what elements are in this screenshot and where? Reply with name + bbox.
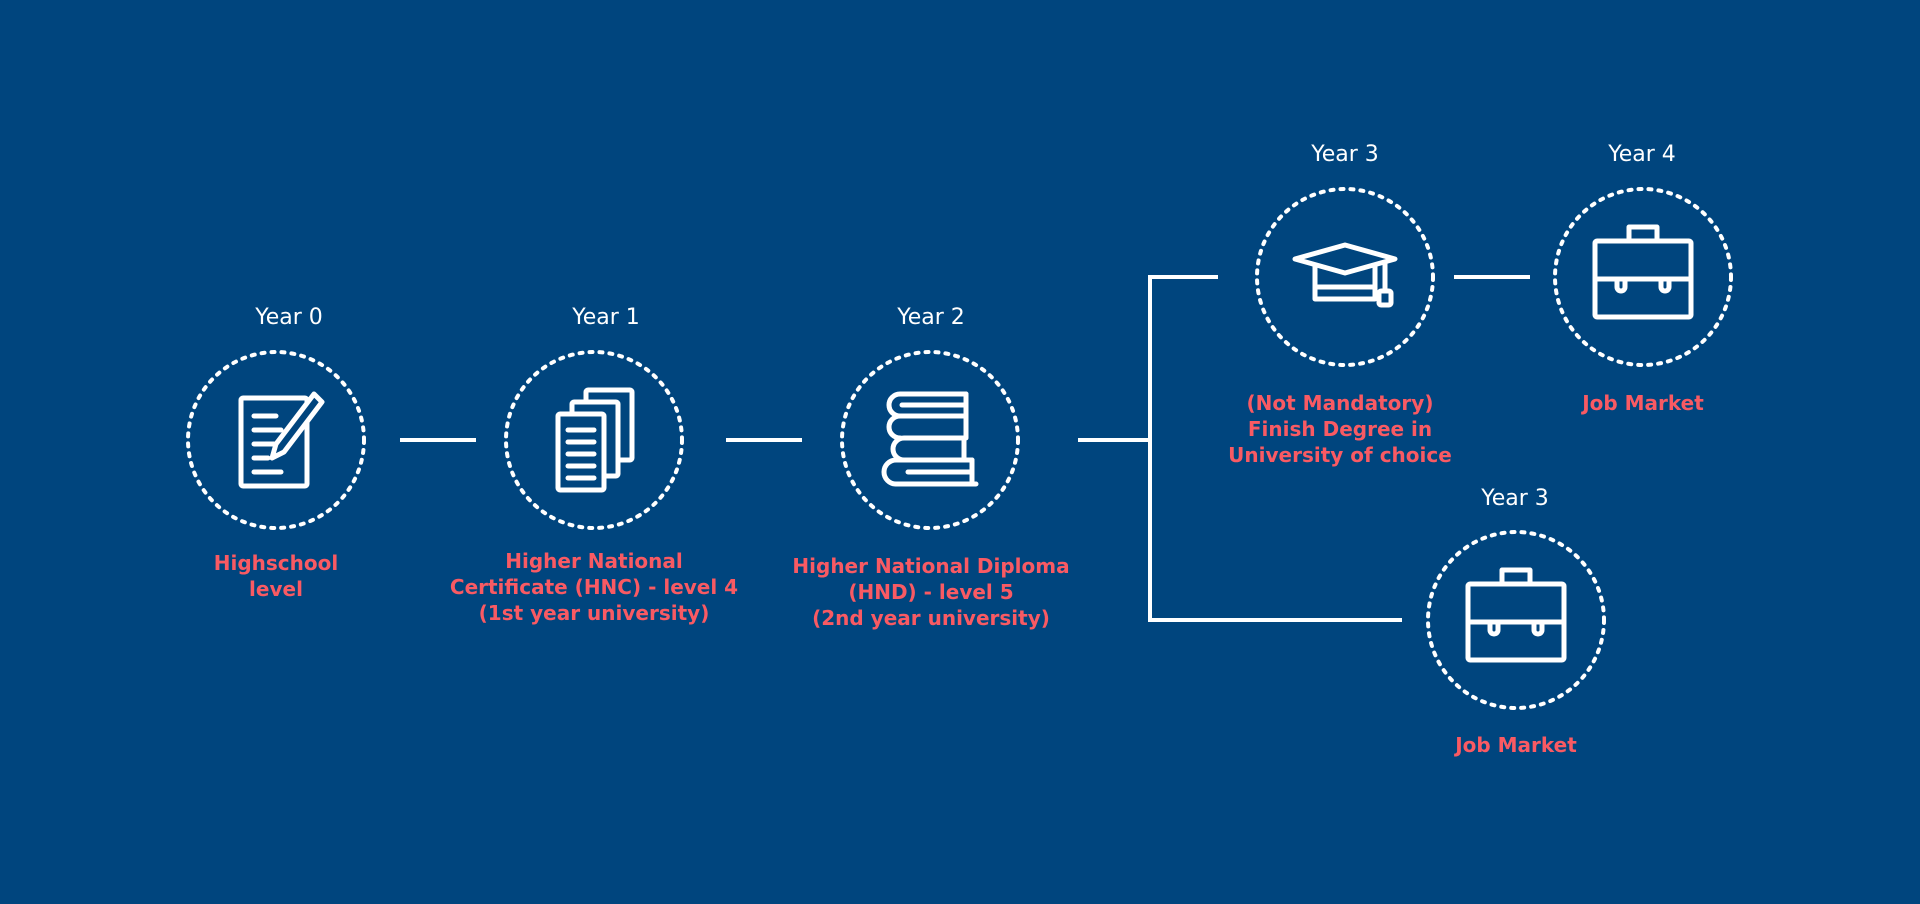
year-label: Year 3 <box>1481 486 1549 511</box>
caption-line: University of choice <box>1228 443 1452 467</box>
briefcase-icon <box>1465 567 1567 663</box>
stage-caption: Job Market <box>1356 732 1676 758</box>
caption-line: Highschool <box>213 551 339 575</box>
graduation-cap-icon <box>1292 242 1398 308</box>
briefcase-icon <box>1592 224 1694 320</box>
year-label: Year 4 <box>1608 142 1676 167</box>
connector-branch-vertical <box>1148 275 1402 622</box>
caption-line: Job Market <box>1455 733 1577 757</box>
stage-node-job-market-year3 <box>1426 530 1606 710</box>
stage-caption: Job Market <box>1483 390 1803 416</box>
year-label: Year 2 <box>897 305 965 330</box>
caption-line: (2nd year university) <box>812 606 1050 630</box>
stage-caption: Higher National Certificate (HNC) - leve… <box>434 548 754 626</box>
document-pencil-icon <box>238 391 325 489</box>
caption-line: (1st year university) <box>478 601 710 625</box>
year-label: Year 0 <box>255 305 323 330</box>
stage-caption: Highschool level <box>116 550 436 602</box>
caption-line: Higher National Diploma <box>792 554 1070 578</box>
books-stack-icon <box>881 391 979 487</box>
stage-node-degree <box>1255 187 1435 367</box>
caption-line: (HND) - level 5 <box>848 580 1014 604</box>
caption-line: Certificate (HNC) - level 4 <box>449 575 739 599</box>
stage-node-job-market-year4 <box>1553 187 1733 367</box>
stage-caption: Higher National Diploma (HND) - level 5 … <box>771 553 1091 631</box>
caption-line: level <box>249 577 303 601</box>
stage-node-hnd <box>840 350 1020 530</box>
caption-line: Finish Degree in <box>1247 417 1433 441</box>
stage-caption: (Not Mandatory) Finish Degree in Univers… <box>1180 390 1500 468</box>
year-label: Year 1 <box>572 305 640 330</box>
documents-stack-icon <box>555 387 635 493</box>
caption-line: (Not Mandatory) <box>1246 391 1434 415</box>
caption-line: Job Market <box>1582 391 1704 415</box>
caption-line: Higher National <box>505 549 683 573</box>
stage-node-highschool <box>186 350 366 530</box>
year-label: Year 3 <box>1311 142 1379 167</box>
stage-node-hnc <box>504 350 684 530</box>
